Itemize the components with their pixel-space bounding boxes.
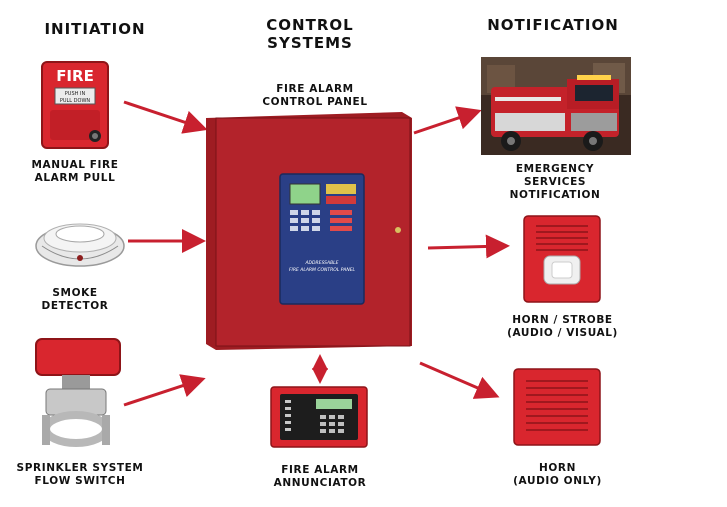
arrow-panel-to-horn-strobe (427, 234, 510, 259)
arrow-panel-to-emergency (413, 106, 482, 135)
arrow-flow-to-panel (123, 374, 206, 407)
manual-pull-station-icon: FIRE PUSH IN PULL DOWN (41, 61, 109, 149)
fire-alarm-annunciator-icon (270, 386, 368, 448)
control-systems-header: CONTROL SYSTEMS (245, 16, 375, 52)
emergency-label-line3: NOTIFICATION (509, 189, 601, 201)
horn-icon (513, 368, 601, 446)
notification-header: NOTIFICATION (487, 16, 619, 34)
pull-plate-line2: PULL DOWN (60, 98, 91, 104)
flow-switch-label-line2: FLOW SWITCH (34, 475, 126, 487)
arrow-panel-to-horn (419, 361, 500, 399)
manual-pull-label-line2: ALARM PULL (34, 172, 116, 184)
arrow-pull-to-panel (123, 100, 208, 134)
emergency-services-label: EMERGENCY SERVICES NOTIFICATION (480, 163, 630, 202)
emergency-label-line2: SERVICES (523, 176, 587, 188)
horn-label-line2: (AUDIO ONLY) (513, 475, 602, 487)
sprinkler-flow-switch-icon (35, 338, 121, 447)
smoke-detector-icon (35, 223, 125, 267)
manual-pull-label-line1: MANUAL FIRE (31, 159, 119, 171)
smoke-detector-label: SMOKE DETECTOR (20, 287, 130, 313)
pull-station-sign: FIRE (56, 67, 94, 85)
emergency-label-line1: EMERGENCY (515, 163, 595, 175)
initiation-header: INITIATION (44, 20, 146, 38)
smoke-detector-label-line1: SMOKE (52, 287, 98, 299)
fire-alarm-control-panel-icon: ADDRESSABLE FIRE ALARM CONTROL PANEL (206, 112, 412, 350)
annunciator-label-line1: FIRE ALARM (281, 464, 359, 476)
manual-pull-label: MANUAL FIRE ALARM PULL (15, 159, 135, 185)
fire-truck-icon (481, 57, 631, 155)
panel-window-line1: ADDRESSABLE (304, 260, 338, 266)
pull-plate-line1: PUSH IN (65, 91, 86, 97)
horn-label-line1: HORN (539, 462, 576, 474)
horn-label: HORN (AUDIO ONLY) (490, 462, 625, 488)
flow-switch-label: SPRINKLER SYSTEM FLOW SWITCH (5, 462, 155, 488)
control-panel-label-line2: CONTROL PANEL (262, 96, 368, 108)
horn-strobe-icon (523, 215, 601, 303)
horn-strobe-label: HORN / STROBE (AUDIO / VISUAL) (490, 314, 635, 340)
control-header-line1: CONTROL (266, 16, 354, 34)
horn-strobe-label-line1: HORN / STROBE (512, 314, 613, 326)
horn-strobe-label-line2: (AUDIO / VISUAL) (507, 327, 618, 339)
smoke-detector-label-line2: DETECTOR (41, 300, 109, 312)
control-panel-label: FIRE ALARM CONTROL PANEL (240, 83, 390, 109)
annunciator-label: FIRE ALARM ANNUNCIATOR (250, 464, 390, 490)
flow-switch-label-line1: SPRINKLER SYSTEM (16, 462, 144, 474)
panel-window-line2: FIRE ALARM CONTROL PANEL (289, 267, 356, 273)
control-header-line2: SYSTEMS (267, 34, 353, 52)
annunciator-label-line2: ANNUNCIATOR (273, 477, 367, 489)
control-panel-label-line1: FIRE ALARM (276, 83, 354, 95)
